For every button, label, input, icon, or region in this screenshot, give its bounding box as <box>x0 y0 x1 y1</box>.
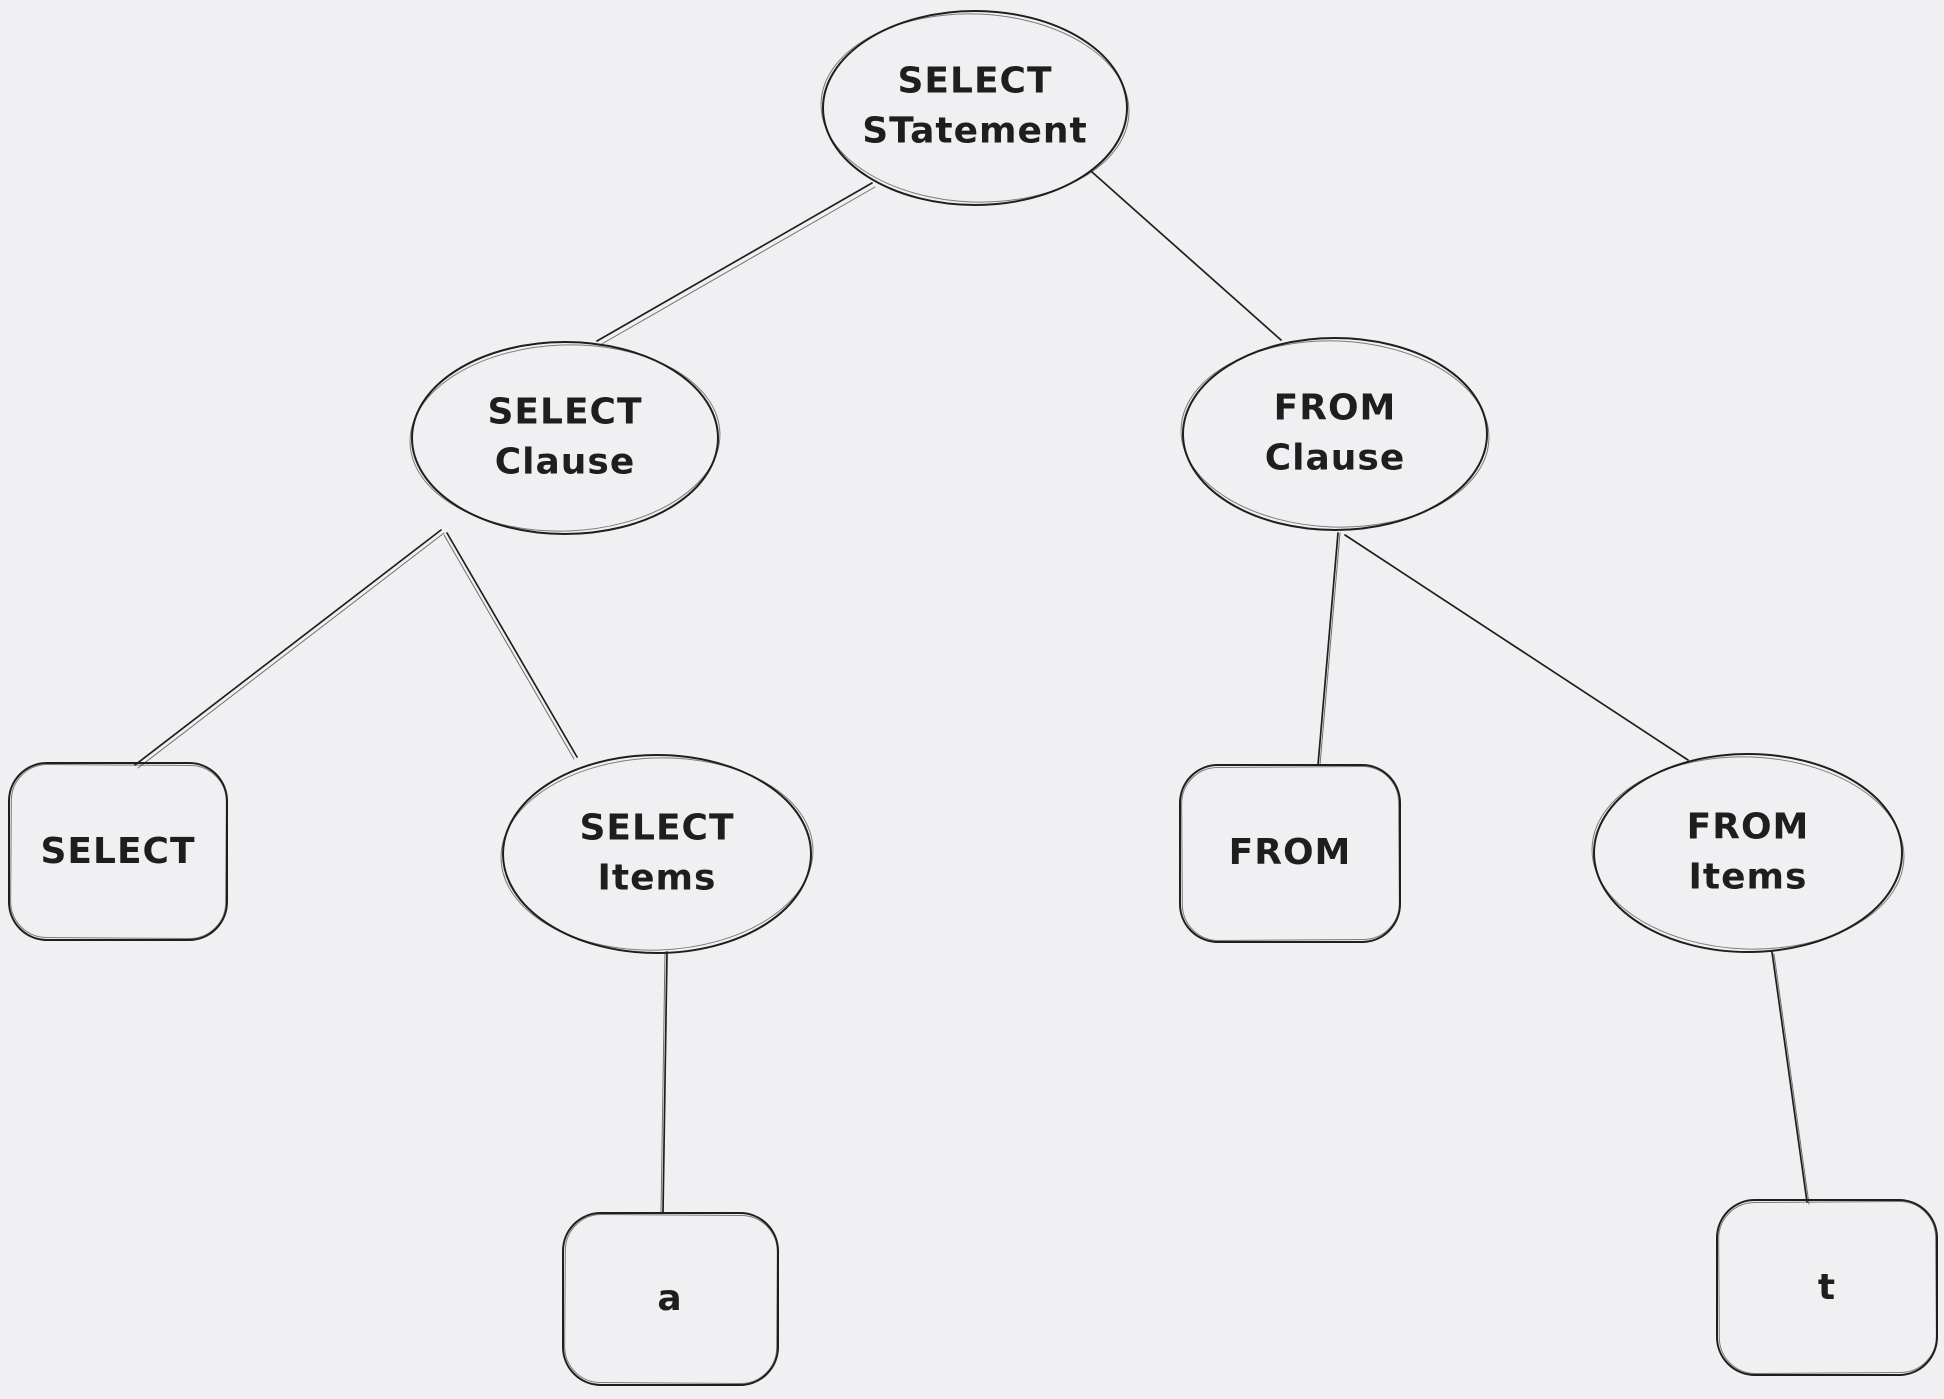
node-shape-from-clause <box>1180 337 1490 531</box>
node-shape-from-item-t <box>1716 1199 1938 1376</box>
edge-select-statement-to-select-clause <box>596 182 876 346</box>
edge-from-items-to-t <box>1771 951 1810 1205</box>
edge-from-clause-to-from-keyword <box>1317 532 1341 766</box>
edge-from-clause-to-from-items <box>1344 534 1689 761</box>
edge-select-clause-to-select-items <box>443 532 578 760</box>
node-shape-select-clause <box>409 341 721 535</box>
edge-select-items-to-a <box>660 951 668 1214</box>
edge-select-clause-to-select-keyword <box>134 529 445 769</box>
node-shape-select-item-a <box>562 1212 779 1386</box>
node-shape-from-items <box>1591 753 1905 953</box>
node-shape-from-keyword <box>1179 764 1401 943</box>
edge-select-statement-to-from-clause <box>1091 171 1282 341</box>
node-shape-select-items <box>500 754 814 954</box>
node-shape-select-keyword <box>8 762 228 941</box>
node-shape-select-statement <box>820 10 1130 206</box>
